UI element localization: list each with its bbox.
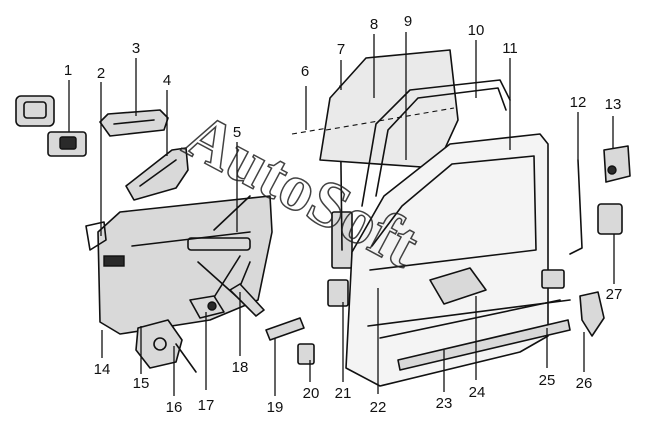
callout-labels: 1 2 3 4 5 6 7 8 9 10 11 12 13 14 15 16 1… xyxy=(64,13,623,416)
part-13-lock-cylinder xyxy=(603,145,631,183)
part-15-lock xyxy=(135,319,183,369)
part-17-regulator xyxy=(189,255,251,319)
part-26-striker xyxy=(579,291,605,337)
callout-15: 15 xyxy=(133,375,150,392)
callout-5: 5 xyxy=(233,124,241,141)
part-5-rod xyxy=(213,195,251,231)
callout-14: 14 xyxy=(94,361,111,378)
callout-12: 12 xyxy=(570,94,587,111)
callout-25: 25 xyxy=(539,372,556,389)
part-16-lock-rod xyxy=(175,343,197,373)
part-14-trim-panel xyxy=(85,195,273,335)
part-4-armrest xyxy=(125,147,189,201)
callout-21: 21 xyxy=(335,385,352,402)
callout-4: 4 xyxy=(163,72,171,89)
callout-23: 23 xyxy=(436,395,453,412)
callout-8: 8 xyxy=(370,16,378,33)
part-9-10-glass-run xyxy=(361,79,511,207)
callout-10: 10 xyxy=(468,22,485,39)
callout-7: 7 xyxy=(337,41,345,58)
callout-16: 16 xyxy=(166,399,183,416)
part-1-handle-bezel xyxy=(15,95,55,127)
part-25-clip xyxy=(541,269,565,289)
callout-1: 1 xyxy=(64,62,72,79)
callout-11: 11 xyxy=(502,40,518,57)
callout-2: 2 xyxy=(97,65,105,82)
callout-22: 22 xyxy=(370,399,387,416)
callout-24: 24 xyxy=(469,384,486,401)
part-19-handle xyxy=(265,317,305,341)
part-18-regulator-handle xyxy=(229,283,265,317)
part-20-hinge xyxy=(297,343,315,365)
part-2-escutcheon xyxy=(47,131,87,157)
callout-20: 20 xyxy=(303,385,320,402)
callout-26: 26 xyxy=(576,375,593,392)
part-12-rear-rod xyxy=(569,159,583,255)
callout-9: 9 xyxy=(404,13,412,30)
callout-6: 6 xyxy=(301,63,309,80)
part-22-door-shell xyxy=(345,133,571,387)
part-27-latch xyxy=(597,203,623,235)
callout-3: 3 xyxy=(132,40,140,57)
callout-13: 13 xyxy=(605,96,622,113)
callout-27: 27 xyxy=(606,286,623,303)
callout-18: 18 xyxy=(232,359,249,376)
part-23-25-moldings xyxy=(379,299,571,371)
part-3-pull-handle xyxy=(99,109,169,137)
part-24-outer-handle xyxy=(429,267,487,305)
callout-19: 19 xyxy=(267,399,284,416)
leader-lines xyxy=(68,32,615,396)
callout-17: 17 xyxy=(198,397,215,414)
